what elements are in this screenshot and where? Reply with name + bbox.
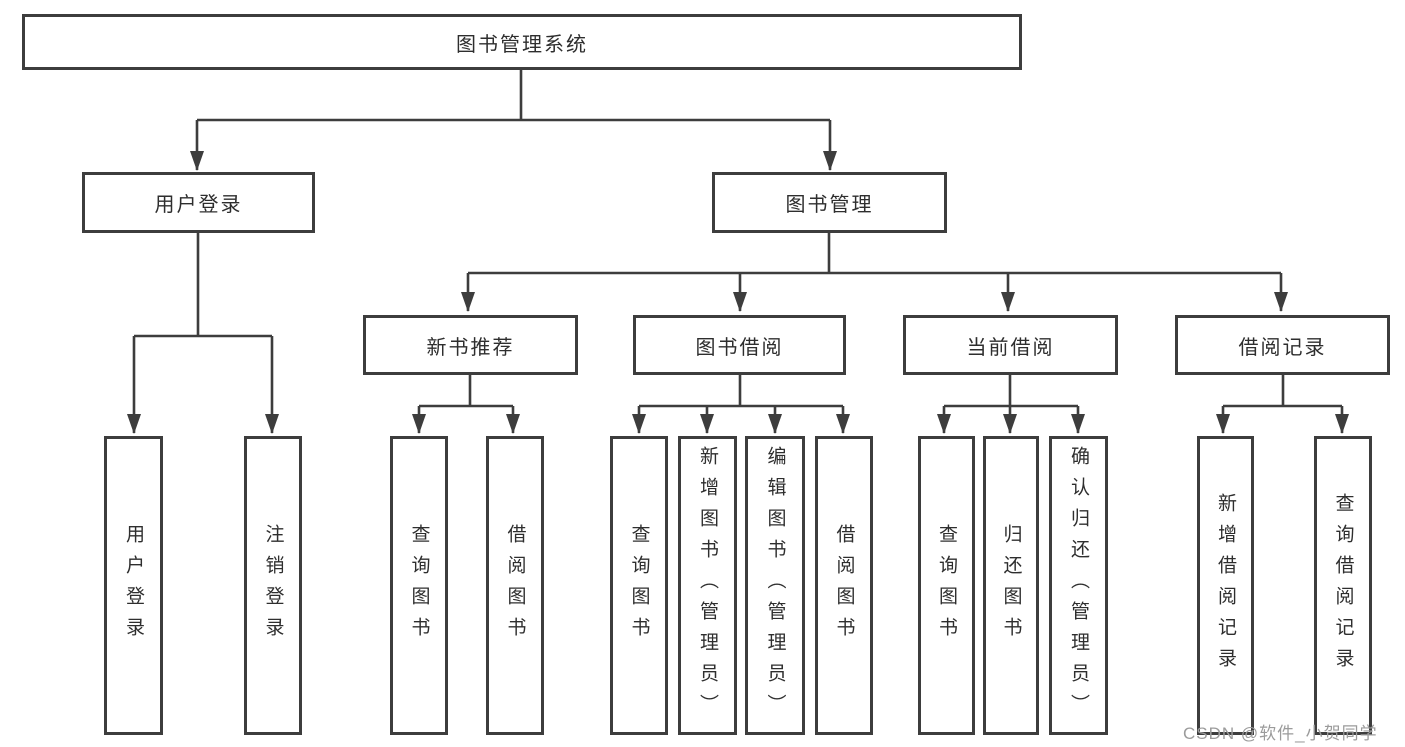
branch-borrow-record (1216, 375, 1349, 434)
node-book-borrowing-label: 图书借阅 (695, 336, 784, 359)
node-leaf-add-borrow-record-label: 新增借阅记录 (1215, 492, 1236, 679)
node-leaf-borrow-books-1-label: 借阅图书 (504, 523, 526, 648)
node-leaf-confirm-return-admin: 确认归还（管理员） (1049, 436, 1108, 735)
node-root: 图书管理系统 (22, 14, 1022, 70)
branch-book-borrow (632, 375, 850, 434)
node-leaf-query-books-2-label: 查询图书 (628, 523, 650, 648)
node-leaf-return-books: 归还图书 (983, 436, 1039, 735)
node-leaf-logout-label: 注销登录 (262, 523, 284, 648)
node-borrowing-records-label: 借阅记录 (1238, 336, 1327, 359)
node-leaf-query-books-1-label: 查询图书 (408, 523, 430, 648)
node-leaf-query-books-1: 查询图书 (390, 436, 448, 735)
node-leaf-add-books-admin-label: 新增图书（管理员） (697, 446, 718, 725)
node-book-borrowing: 图书借阅 (633, 315, 846, 375)
node-leaf-borrow-books-1: 借阅图书 (486, 436, 544, 735)
branch-book-management (461, 233, 1288, 312)
node-current-borrowing-label: 当前借阅 (966, 336, 1055, 359)
node-leaf-add-books-admin: 新增图书（管理员） (678, 436, 737, 735)
node-leaf-add-borrow-record: 新增借阅记录 (1197, 436, 1254, 735)
node-leaf-return-books-label: 归还图书 (1000, 523, 1022, 648)
node-leaf-borrow-books-2: 借阅图书 (815, 436, 873, 735)
branch-new-book (412, 375, 520, 434)
node-root-label: 图书管理系统 (456, 33, 588, 56)
node-book-management-branch: 图书管理 (712, 172, 947, 233)
csdn-watermark: CSDN @软件_小贺同学 (1183, 724, 1378, 743)
node-leaf-confirm-return-admin-label: 确认归还（管理员） (1068, 446, 1089, 725)
node-leaf-query-borrow-record-label: 查询借阅记录 (1332, 492, 1354, 679)
node-leaf-query-books-3: 查询图书 (918, 436, 975, 735)
branch-root (190, 70, 837, 171)
node-borrowing-records: 借阅记录 (1175, 315, 1390, 375)
node-leaf-edit-books-admin-label: 编辑图书（管理员） (764, 446, 786, 725)
node-leaf-query-books-2: 查询图书 (610, 436, 668, 735)
node-current-borrowing: 当前借阅 (903, 315, 1118, 375)
node-user-login-branch-label: 用户登录 (154, 194, 243, 216)
branch-current-borrow (937, 375, 1085, 434)
node-leaf-edit-books-admin: 编辑图书（管理员） (745, 436, 805, 735)
node-user-login-branch: 用户登录 (82, 172, 315, 233)
node-leaf-logout: 注销登录 (244, 436, 302, 735)
node-leaf-user-login-label: 用户登录 (123, 523, 144, 648)
node-leaf-query-borrow-record: 查询借阅记录 (1314, 436, 1372, 735)
branch-user-login (127, 233, 279, 434)
node-book-management-branch-label: 图书管理 (785, 194, 874, 216)
node-new-book-recommendation-label: 新书推荐 (426, 336, 515, 359)
node-leaf-user-login: 用户登录 (104, 436, 163, 735)
node-leaf-query-books-3-label: 查询图书 (936, 523, 957, 648)
node-new-book-recommendation: 新书推荐 (363, 315, 578, 375)
node-leaf-borrow-books-2-label: 借阅图书 (833, 523, 855, 648)
